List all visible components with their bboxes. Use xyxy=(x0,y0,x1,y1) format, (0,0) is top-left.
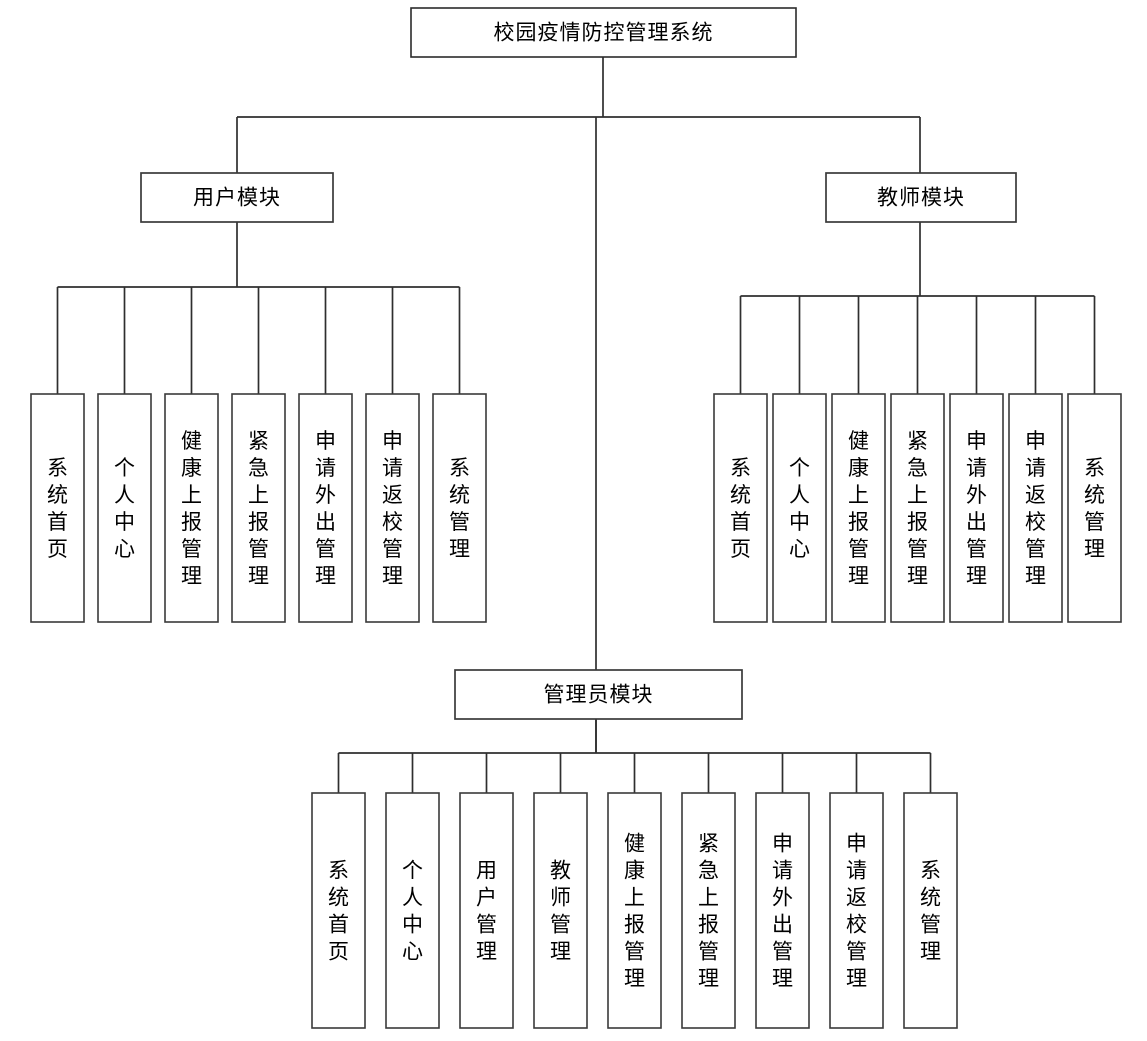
user-module-leaf-box-0[interactable] xyxy=(30,393,85,623)
user-module-leaf-label-3: 紧急上报管理 xyxy=(248,429,269,588)
admin-module-leaf-label-3: 教师管理 xyxy=(550,859,571,964)
user-module-leaf-box-3[interactable] xyxy=(231,393,286,623)
admin-module-leaf-box-5[interactable] xyxy=(681,792,736,1029)
admin-module-leaf-label-1: 个人中心 xyxy=(402,859,423,964)
teacher-module-leaf-box-2[interactable] xyxy=(831,393,886,623)
teacher-module-leaf-box-6[interactable] xyxy=(1067,393,1122,623)
user-module-leaf-box-4[interactable] xyxy=(298,393,353,623)
connector-layer xyxy=(56,57,1096,793)
user-module-leaf-label-1: 个人中心 xyxy=(114,456,135,561)
admin-module-leaf-label-5: 紧急上报管理 xyxy=(698,832,719,991)
teacher-module-leaf-box-4[interactable] xyxy=(949,393,1004,623)
admin-module-leaf-box-3[interactable] xyxy=(533,792,588,1029)
user-module-leaf-label-5: 申请返校管理 xyxy=(382,429,403,588)
teacher-module-leaf-box-1[interactable] xyxy=(772,393,827,623)
teacher-module-leaf-box-3[interactable] xyxy=(890,393,945,623)
teacher-module-leaf-label-0: 系统首页 xyxy=(730,456,751,561)
teacher-module-leaf-box-5[interactable] xyxy=(1008,393,1063,623)
admin-module-box[interactable] xyxy=(454,669,743,720)
user-module-leaf-label-0: 系统首页 xyxy=(47,456,68,561)
admin-module-leaf-label-7: 申请返校管理 xyxy=(846,832,867,991)
user-module-leaf-label-2: 健康上报管理 xyxy=(181,429,202,588)
admin-module-leaf-box-2[interactable] xyxy=(459,792,514,1029)
teacher-module-leaf-label-5: 申请返校管理 xyxy=(1025,429,1046,588)
admin-module-leaf-box-7[interactable] xyxy=(829,792,884,1029)
admin-module-leaf-label-4: 健康上报管理 xyxy=(624,832,645,991)
admin-module-leaf-label-8: 系统管理 xyxy=(920,859,941,964)
user-module-box[interactable] xyxy=(140,172,334,223)
root-node-label: 校园疫情防控管理系统 xyxy=(494,21,714,45)
user-module-leaf-box-1[interactable] xyxy=(97,393,152,623)
user-module-leaf-label-6: 系统管理 xyxy=(449,456,470,561)
user-module-leaf-box-6[interactable] xyxy=(432,393,487,623)
teacher-module-leaf-label-4: 申请外出管理 xyxy=(966,429,987,588)
teacher-module-leaf-label-2: 健康上报管理 xyxy=(848,429,869,588)
admin-module-leaf-label-0: 系统首页 xyxy=(328,859,349,964)
admin-module-leaf-label-2: 用户管理 xyxy=(476,859,497,964)
teacher-module-leaf-label-6: 系统管理 xyxy=(1084,456,1105,561)
teacher-module-label: 教师模块 xyxy=(877,186,965,210)
teacher-module-leaf-box-0[interactable] xyxy=(713,393,768,623)
admin-module-leaf-box-1[interactable] xyxy=(385,792,440,1029)
user-module-leaf-label-4: 申请外出管理 xyxy=(315,429,336,588)
admin-module-leaf-label-6: 申请外出管理 xyxy=(772,832,793,991)
admin-module-leaf-box-8[interactable] xyxy=(903,792,958,1029)
user-module-leaf-box-5[interactable] xyxy=(365,393,420,623)
user-module-leaf-box-2[interactable] xyxy=(164,393,219,623)
admin-module-label: 管理员模块 xyxy=(544,683,654,707)
node-layer: 校园疫情防控管理系统用户模块教师模块管理员模块系统首页个人中心健康上报管理紧急上… xyxy=(30,7,1122,1029)
admin-module-leaf-box-4[interactable] xyxy=(607,792,662,1029)
root-node-box[interactable] xyxy=(410,7,797,58)
admin-module-leaf-box-6[interactable] xyxy=(755,792,810,1029)
teacher-module-leaf-label-3: 紧急上报管理 xyxy=(907,429,928,588)
teacher-module-box[interactable] xyxy=(825,172,1017,223)
teacher-module-leaf-label-1: 个人中心 xyxy=(789,456,810,561)
user-module-label: 用户模块 xyxy=(193,186,281,210)
admin-module-leaf-box-0[interactable] xyxy=(311,792,366,1029)
